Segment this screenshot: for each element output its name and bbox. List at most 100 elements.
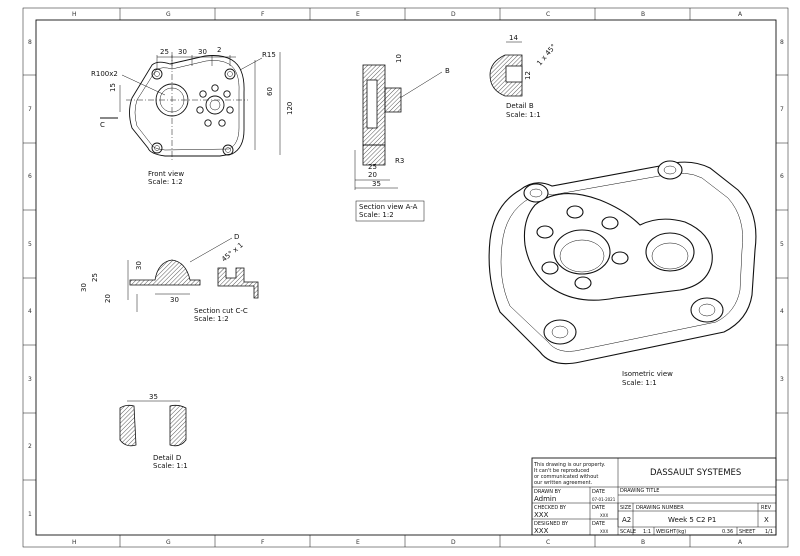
section-view-a-a: 10 B R3 25 20 35 Section view A-A Scale:…: [354, 54, 450, 222]
dim-chamfer-b: 1 x 45°: [535, 43, 557, 68]
isometric-view: Isometric view Scale: 1:1: [488, 160, 757, 387]
zone-markers: H G F E D C B A H G F E D C B A 8 7 6 5 …: [23, 8, 788, 547]
zone-col-b-top: B: [641, 11, 645, 18]
zone-col-h-bottom: H: [72, 539, 77, 546]
drawn-by-label: DRAWN BY: [534, 489, 562, 495]
notice-line-2: It can't be reproduced: [534, 468, 589, 474]
zone-col-d-bottom: D: [451, 539, 456, 546]
dim-r15: R15: [262, 51, 276, 59]
zone-col-g-top: G: [166, 11, 171, 18]
dim-35-aa: 35: [372, 180, 381, 188]
sheet-label: SHEET: [739, 529, 756, 535]
dim-chamfer-cc: 45° x 1: [220, 241, 245, 263]
isometric-scale: Scale: 1:1: [622, 379, 657, 387]
drawing-title-label: DRAWING TITLE: [620, 488, 659, 494]
zone-col-h-top: H: [72, 11, 77, 18]
dim-30-cc-a: 30: [135, 261, 143, 270]
outer-border: [22, 7, 789, 548]
inner-border: [35, 19, 777, 536]
notice-line-4: our written agreement.: [534, 480, 593, 486]
date3-label: DATE: [592, 521, 605, 527]
zone-row-2-left: 2: [28, 443, 32, 450]
zone-row-8-left: 8: [28, 39, 32, 46]
scale-value: 1:1: [643, 529, 651, 535]
zone-col-e-top: E: [356, 11, 360, 18]
designed-by-label: DESIGNED BY: [534, 521, 569, 527]
front-view: 25 30 30 2 R15 R100x2 15 C 60 120 Front …: [91, 46, 294, 186]
notice-line-3: or communicated without: [534, 474, 598, 480]
date-label: DATE: [592, 489, 605, 495]
dim-25-cc: 25: [91, 273, 99, 282]
notice-line-1: This drawing is our property.: [533, 462, 606, 468]
zone-row-3-right: 3: [780, 376, 784, 383]
cut-label-c: C: [100, 121, 105, 129]
dim-60: 60: [266, 87, 274, 96]
dim-r100: R100x2: [91, 70, 118, 78]
dim-30b: 30: [198, 48, 207, 56]
title-block: This drawing is our property. It can't b…: [531, 457, 777, 536]
dim-30-cc-c: 30: [170, 296, 179, 304]
zone-row-5-right: 5: [780, 241, 784, 248]
dim-r3: R3: [395, 157, 404, 165]
sheet-value: 1/1: [765, 529, 773, 535]
zone-row-8-right: 8: [780, 39, 784, 46]
front-view-scale: Scale: 1:2: [148, 178, 183, 186]
zone-col-f-top: F: [261, 11, 265, 18]
dim-12: 12: [524, 71, 532, 80]
zone-row-7-right: 7: [780, 106, 784, 113]
date3-value: XXX: [600, 529, 608, 534]
checked-by-label: CHECKED BY: [534, 505, 567, 511]
zone-row-1-left: 1: [28, 511, 32, 518]
front-view-title: Front view: [148, 170, 184, 178]
section-cc-title: Section cut C-C: [194, 307, 248, 315]
dim-30a: 30: [178, 48, 187, 56]
size-label: SIZE: [620, 505, 631, 511]
label-b: B: [445, 67, 450, 75]
zone-col-f-bottom: F: [261, 539, 265, 546]
dim-20-aa: 20: [368, 171, 377, 179]
detail-d-scale: Scale: 1:1: [153, 462, 188, 470]
zone-col-a-bottom: A: [738, 539, 743, 546]
date-value: 07-01-2021: [592, 497, 616, 502]
section-aa-title: Section view A-A: [359, 203, 418, 211]
detail-d-title: Detail D: [153, 454, 181, 462]
drawing-number-label: DRAWING NUMBER: [636, 505, 684, 511]
zone-row-6-left: 6: [28, 173, 32, 180]
zone-col-d-top: D: [451, 11, 456, 18]
zone-row-4-left: 4: [28, 308, 32, 315]
dim-30-cc-b: 30: [80, 283, 88, 292]
date2-value: XXX: [600, 513, 608, 518]
label-d: D: [234, 233, 239, 241]
zone-row-6-right: 6: [780, 173, 784, 180]
dim-2: 2: [217, 46, 221, 54]
detail-b-title: Detail B: [506, 102, 534, 110]
dim-20-cc: 20: [104, 294, 112, 303]
zone-col-a-top: A: [738, 11, 743, 18]
designed-by-value: XXX: [534, 527, 549, 535]
zone-row-4-right: 4: [780, 308, 784, 315]
section-aa-scale: Scale: 1:2: [359, 211, 394, 219]
detail-b: 14 12 1 x 45° Detail B Scale: 1:1: [489, 34, 558, 119]
detail-b-scale: Scale: 1:1: [506, 111, 541, 119]
checked-by-value: XXX: [534, 511, 549, 519]
zone-row-5-left: 5: [28, 241, 32, 248]
zone-col-e-bottom: E: [356, 539, 360, 546]
zone-row-3-left: 3: [28, 376, 32, 383]
dim-35-d: 35: [149, 393, 158, 401]
dim-15: 15: [109, 83, 117, 92]
drawn-by-value: Admin: [534, 495, 556, 503]
date2-label: DATE: [592, 505, 605, 511]
dim-14: 14: [509, 34, 518, 42]
weight-label: WEIGHT(kg): [656, 529, 686, 535]
zone-col-g-bottom: G: [166, 539, 171, 546]
detail-d: 35 Detail D Scale: 1:1: [119, 393, 188, 470]
dim-10: 10: [395, 54, 403, 63]
dim-25-aa: 25: [368, 163, 377, 171]
dim-120: 120: [286, 102, 294, 115]
rev-value: X: [764, 516, 769, 524]
company-name: DASSAULT SYSTEMES: [650, 468, 741, 478]
size-value: A2: [622, 516, 631, 524]
section-cc-scale: Scale: 1:2: [194, 315, 229, 323]
zone-row-7-left: 7: [28, 106, 32, 113]
